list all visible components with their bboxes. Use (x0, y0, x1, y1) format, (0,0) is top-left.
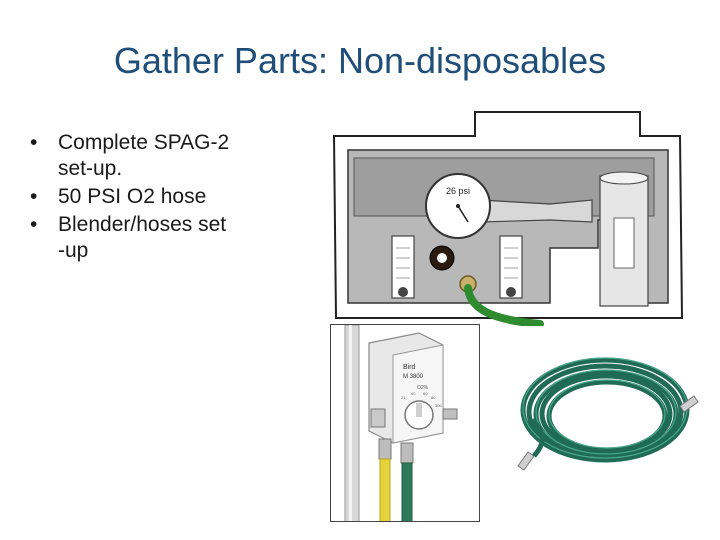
green-tubing (464, 284, 544, 328)
bullet-text-continued: set-up. (58, 157, 123, 180)
blender-model: M 3800 (403, 374, 424, 380)
blender-dial-label: O2% (417, 385, 429, 391)
flowmeter-right (499, 235, 523, 299)
o2-hose-image (510, 348, 700, 488)
spag-2-unit-image: 26 psi (330, 108, 686, 328)
blender-brand: Bird (403, 364, 416, 371)
control-knob-center (437, 253, 447, 263)
spag-2-illustration: 26 psi (332, 111, 684, 328)
oxygen-inlet-fitting (400, 442, 414, 464)
hose-coils (520, 357, 690, 463)
bullet-item: • Complete SPAG-2 set-up. (30, 130, 290, 182)
oxygen-blender-illustration: Bird M 3800 O2% 21 40 60 80 100 (331, 325, 479, 521)
dial-tick-label: 21 (401, 395, 406, 400)
gauge-needle (457, 205, 469, 223)
bullet-text: 50 PSI O2 hose (58, 185, 207, 208)
spag-reservoir-top (599, 171, 649, 185)
bullet-item: • Blender/hoses set -up (30, 212, 290, 264)
bullet-item: • 50 PSI O2 hose (30, 184, 290, 210)
flowmeter-ticks (396, 247, 518, 279)
outlet-fitting-right (442, 408, 458, 420)
spag-bottle-neck (479, 199, 593, 223)
bullet-marker: • (30, 185, 38, 208)
flowmeter-ball-right (506, 287, 516, 297)
bullet-marker: • (30, 131, 38, 154)
air-inlet-fitting (378, 438, 392, 460)
flowmeter-left (391, 235, 415, 299)
spag-nebulizer (613, 217, 635, 269)
side-fitting-left (370, 408, 386, 428)
bullet-list: • Complete SPAG-2 set-up. • 50 PSI O2 ho… (30, 130, 290, 266)
flowmeter-ball-left (398, 287, 408, 297)
green-oxygen-hose (401, 462, 413, 521)
dial-tick-label: 80 (431, 395, 436, 400)
pole-highlight (349, 325, 352, 521)
gauge-pivot (456, 204, 460, 208)
bullet-text: Complete SPAG-2 (58, 131, 230, 154)
o2-hose-illustration (517, 357, 699, 471)
bullet-marker: • (30, 213, 38, 236)
hose-fitting-left (517, 451, 535, 471)
dial-tick-label: 40 (411, 391, 416, 396)
dial-tick-label: 100 (435, 403, 442, 408)
hose-end (530, 418, 545, 458)
dial-grip (416, 403, 422, 417)
yellow-air-hose (379, 458, 391, 521)
bullet-text: Blender/hoses set (58, 213, 227, 236)
bullet-text-continued: -up (58, 239, 89, 262)
hose-fitting-right (679, 395, 699, 413)
slide-title: Gather Parts: Non-disposables (113, 40, 607, 81)
oxygen-blender-image: Bird M 3800 O2% 21 40 60 80 100 (330, 324, 480, 522)
gauge-label: 26 psi (446, 186, 470, 196)
dial-tick-label: 60 (423, 391, 428, 396)
